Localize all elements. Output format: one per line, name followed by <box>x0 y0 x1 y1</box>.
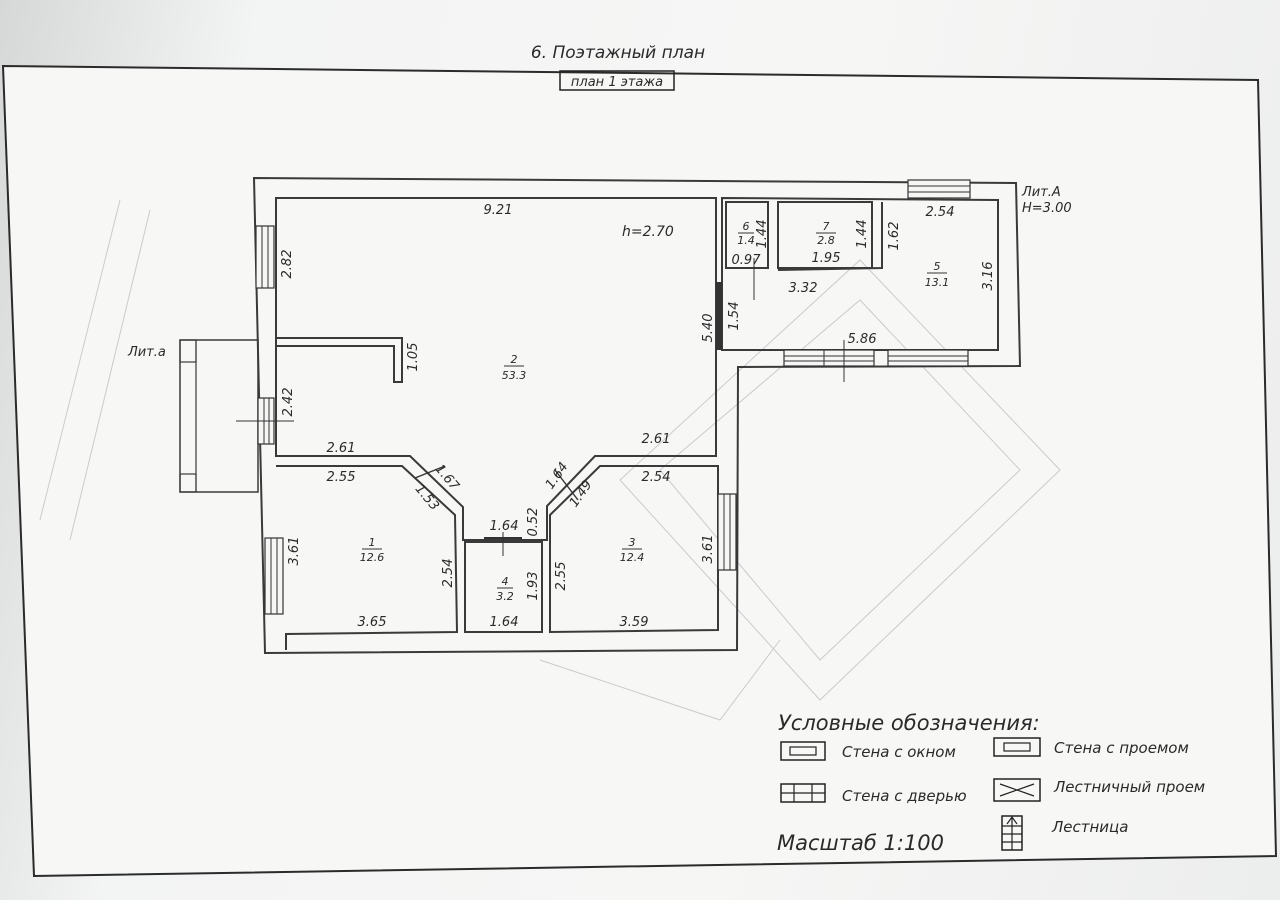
legend-wall-opening: Стена с проемом <box>1054 739 1189 757</box>
room-5-number: 5 <box>934 260 941 273</box>
dim-3-16: 3.16 <box>981 262 996 291</box>
dim-1-44-r6: 1.44 <box>755 220 770 249</box>
legend-wall-window: Стена с окном <box>842 743 956 761</box>
room-4-number: 4 <box>502 575 509 588</box>
dim-1-95: 1.95 <box>812 251 841 266</box>
dim-2-82: 2.82 <box>280 250 295 279</box>
room-5-partition <box>777 202 883 271</box>
room-6-walls <box>725 201 769 269</box>
dim-3-59: 3.59 <box>620 615 649 630</box>
room-3-area: 12.4 <box>620 551 645 564</box>
room-6-area: 1.4 <box>737 234 755 247</box>
lit-a-small-label: Лит.а <box>127 345 166 360</box>
room-7-walls <box>777 201 873 269</box>
ceiling-height: h=2.70 <box>622 224 674 240</box>
dim-9-21: 9.21 <box>484 203 513 218</box>
floor-label: план 1 этажа <box>571 75 663 90</box>
dim-3-61-left: 3.61 <box>287 537 302 566</box>
room-1-number: 1 <box>369 536 376 549</box>
room-7-area: 2.8 <box>817 234 835 247</box>
legend-title: Условные обозначения: <box>778 711 1040 735</box>
dim-1-54: 1.54 <box>727 302 742 331</box>
legend-stairs: Лестница <box>1051 818 1128 836</box>
dim-1-93: 1.93 <box>526 572 541 601</box>
dim-2-61-right: 2.61 <box>642 432 671 447</box>
room-6-number: 6 <box>743 220 750 233</box>
windows-and-doors <box>236 179 971 615</box>
dim-2-54-r1: 2.54 <box>441 559 456 588</box>
room-2-area: 53.3 <box>502 369 527 382</box>
room-7-number: 7 <box>823 220 830 233</box>
hall-inner-boundary <box>275 197 717 541</box>
height-label: H=3.00 <box>1022 201 1072 216</box>
dim-5-86: 5.86 <box>848 332 877 347</box>
dim-2-54-r5: 2.54 <box>926 205 955 220</box>
dim-2-54-mid: 2.54 <box>642 470 671 485</box>
room-1-walls <box>276 465 459 650</box>
dim-2-55-top: 2.55 <box>327 470 356 485</box>
dim-1-64-bottom: 1.64 <box>490 615 519 630</box>
room-2-number: 2 <box>511 353 518 366</box>
room-labels: 1 12.6 2 53.3 3 12.4 4 3.2 5 13.1 6 1.4 … <box>360 220 950 603</box>
legend-opening-symbol <box>993 737 1041 757</box>
legend-wall-door: Стена с дверью <box>842 787 967 805</box>
legend: Условные обозначения: Стена с окном Стен… <box>777 711 1205 855</box>
dim-3-61-right: 3.61 <box>701 535 716 564</box>
hall-partition <box>276 337 403 383</box>
room-3-number: 3 <box>629 536 636 549</box>
dim-1-05: 1.05 <box>406 343 421 372</box>
dim-0-52: 0.52 <box>526 508 541 537</box>
dim-1-44-r7: 1.44 <box>855 220 870 249</box>
room-5-area: 13.1 <box>925 276 950 289</box>
dim-2-61-left: 2.61 <box>327 441 356 456</box>
legend-window-symbol <box>780 741 826 761</box>
sheet-frame <box>1 64 1278 878</box>
floor-label-box <box>559 70 675 91</box>
dim-3-32: 3.32 <box>789 281 818 296</box>
room-4-area: 3.2 <box>496 590 514 603</box>
dim-0-97: 0.97 <box>732 253 762 268</box>
scale-label: Масштаб 1:100 <box>777 831 944 855</box>
room-1-area: 12.6 <box>360 551 385 564</box>
section-title: 6. Поэтажный план <box>531 43 705 63</box>
legend-stair-opening: Лестничный проем <box>1053 778 1205 796</box>
dim-1-62: 1.62 <box>887 222 902 251</box>
dim-2-55-r3: 2.55 <box>554 562 569 591</box>
dim-3-65: 3.65 <box>358 615 387 630</box>
legend-stair-opening-symbol <box>993 778 1041 802</box>
outer-wall <box>252 176 1022 655</box>
dim-5-40: 5.40 <box>701 314 716 343</box>
dim-1-64-top: 1.64 <box>490 519 519 534</box>
lit-a-label: Лит.А <box>1021 185 1061 200</box>
dim-2-42: 2.42 <box>281 388 296 417</box>
